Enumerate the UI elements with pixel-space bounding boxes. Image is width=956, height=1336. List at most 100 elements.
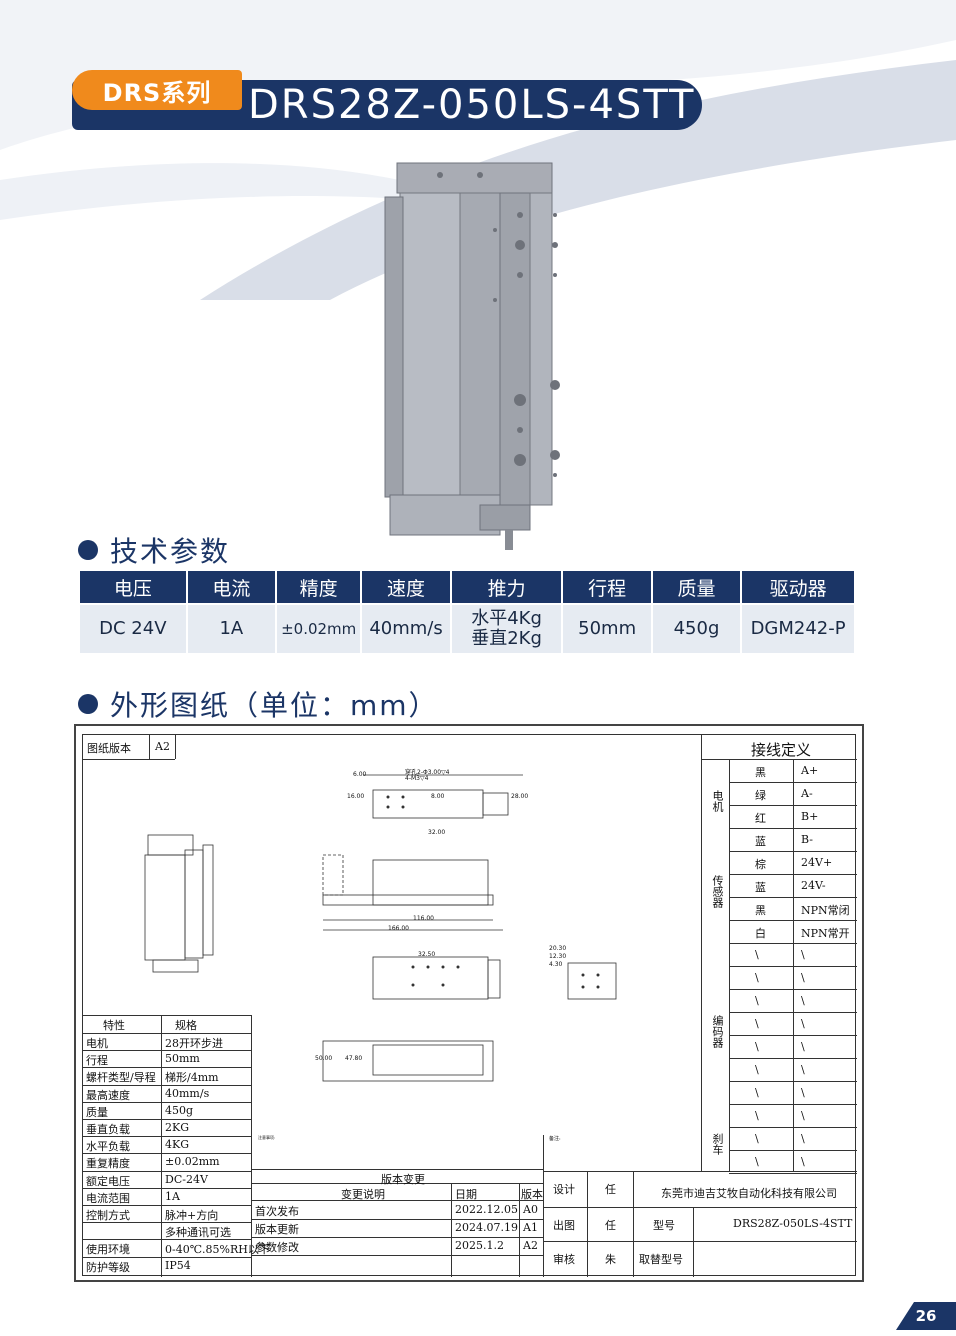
prop-value: 28开环步进 [165, 1037, 223, 1050]
prop-value: 多种通讯可选 [165, 1226, 231, 1240]
spec-value: DC 24V [80, 603, 186, 653]
spec-value: 50mm [563, 603, 651, 653]
dim-label: 8.00 [431, 793, 445, 800]
prop-name: 防护等级 [86, 1260, 130, 1274]
wire-color: 黑 [755, 766, 766, 779]
prop-name: 最高速度 [86, 1088, 130, 1102]
prop-name: 重复精度 [86, 1157, 130, 1171]
prop-value: 0-40℃.85%RH以下 [165, 1243, 270, 1257]
spec-table: 电压 电流 精度 速度 推力 行程 质量 驱动器 DC 24V 1A ±0.02… [78, 571, 856, 653]
dim-label: 28.00 [511, 793, 529, 800]
wire-signal: 24V- [801, 879, 826, 892]
wire-signal: B+ [801, 810, 819, 823]
rev-ver: A2 [523, 1239, 538, 1252]
page-number: 26 [896, 1302, 956, 1330]
prop-name: 控制方式 [86, 1209, 130, 1222]
dim-label: 4.30 [549, 961, 563, 968]
prop-name: 螺杆类型/导程 [86, 1071, 156, 1085]
spec-header: 精度 [277, 571, 361, 603]
prop-value: 40mm/s [165, 1086, 210, 1100]
wire-signal: B- [801, 833, 814, 846]
wire-color: \ [755, 971, 759, 984]
wire-color: \ [755, 1132, 759, 1145]
tb-company: 东莞市迪吉艾牧自动化科技有限公司 [661, 1187, 837, 1200]
wire-signal: NPN常开 [801, 927, 850, 940]
dim-label: 12.30 [549, 953, 567, 960]
rev-date: 2025.1.2 [455, 1239, 504, 1252]
wire-color: 白 [755, 927, 766, 940]
props-header: 特性 [103, 1019, 125, 1032]
rev-date: 2022.12.05 [455, 1203, 518, 1216]
prop-name: 额定电压 [86, 1174, 130, 1188]
wire-signal: \ [801, 1086, 805, 1099]
revision-col-ver: 版本 [521, 1188, 543, 1201]
spec-header: 驱动器 [742, 571, 854, 603]
version-value: A2 [155, 740, 170, 753]
prop-value: 450g [165, 1103, 194, 1117]
dim-label: 166.00 [388, 925, 409, 932]
product-image [384, 162, 560, 550]
revision-title: 版本变更 [381, 1173, 425, 1186]
dim-label: 穿孔2-Φ3.00▽4 [405, 769, 450, 776]
thrust-horizontal: 水平4Kg [471, 608, 542, 629]
props-header: 规格 [175, 1019, 197, 1032]
prop-name: 行程 [86, 1054, 108, 1068]
prop-value: IP54 [165, 1258, 191, 1272]
spec-value: DGM242-P [742, 603, 854, 653]
dim-label: 6.00 [353, 771, 367, 778]
prop-name: 电机 [86, 1037, 108, 1050]
tb-design-by: 任 [605, 1183, 616, 1196]
wire-color: \ [755, 1017, 759, 1030]
wire-signal: \ [801, 1063, 805, 1076]
wire-signal: \ [801, 1155, 805, 1168]
prop-name: 电流范围 [86, 1191, 130, 1205]
dim-label: 20.30 [549, 945, 567, 952]
wire-signal: 24V+ [801, 856, 833, 869]
bullet-icon [78, 540, 98, 560]
prop-value: ±0.02mm [165, 1155, 220, 1169]
model-title: DRS28Z-050LS-4STT [248, 82, 696, 128]
prop-value: 梯形/4mm [165, 1071, 219, 1085]
drawing-frame: 图纸版本 A2 [82, 734, 857, 1277]
tb-replace-label: 取替型号 [639, 1253, 683, 1266]
wire-signal: \ [801, 1109, 805, 1122]
group-motor: 电机 [711, 790, 724, 812]
wire-color: 红 [755, 812, 766, 825]
wiring-title: 接线定义 [751, 741, 812, 759]
technical-drawing: 图纸版本 A2 [74, 724, 864, 1282]
outline-drawing-heading: 外形图纸（单位：mm） [78, 684, 439, 724]
rev-desc: 参数修改 [255, 1241, 299, 1254]
prop-value: 4KG [165, 1138, 190, 1152]
prop-name: 水平负载 [86, 1140, 130, 1154]
spec-header: 电压 [80, 571, 186, 603]
dim-label: 50.00 [315, 1055, 333, 1062]
wire-signal: NPN常闭 [801, 904, 850, 917]
group-encoder: 编码器 [711, 1015, 724, 1048]
wire-signal: \ [801, 994, 805, 1007]
wire-color: \ [755, 994, 759, 1007]
wire-color: 黑 [755, 904, 766, 917]
spec-value-row: DC 24V 1A ±0.02mm 40mm/s 水平4Kg 垂直2Kg 50m… [80, 603, 854, 653]
prop-name: 质量 [86, 1105, 108, 1119]
version-label: 图纸版本 [87, 742, 131, 755]
tb-model-value: DRS28Z-050LS-4STT [733, 1217, 853, 1230]
notes-label: 注意事项: [258, 1135, 276, 1140]
bullet-icon [78, 694, 98, 714]
wire-signal: \ [801, 1017, 805, 1030]
dim-label: 16.00 [347, 793, 365, 800]
spec-value: 1A [187, 603, 276, 653]
wire-color: \ [755, 1086, 759, 1099]
rev-ver: A1 [523, 1221, 538, 1234]
wire-signal: \ [801, 971, 805, 984]
spec-header: 行程 [563, 571, 651, 603]
spec-header: 电流 [187, 571, 276, 603]
tb-review: 审核 [553, 1253, 575, 1266]
drawing-views [144, 774, 617, 1082]
prop-value: 2KG [165, 1121, 190, 1134]
wire-color: 棕 [755, 858, 766, 871]
tb-model-label: 型号 [653, 1219, 675, 1232]
rev-date: 2024.07.19 [455, 1221, 518, 1234]
prop-value: 1A [165, 1189, 180, 1203]
wire-signal: A+ [801, 764, 819, 777]
tb-design: 设计 [553, 1183, 575, 1196]
